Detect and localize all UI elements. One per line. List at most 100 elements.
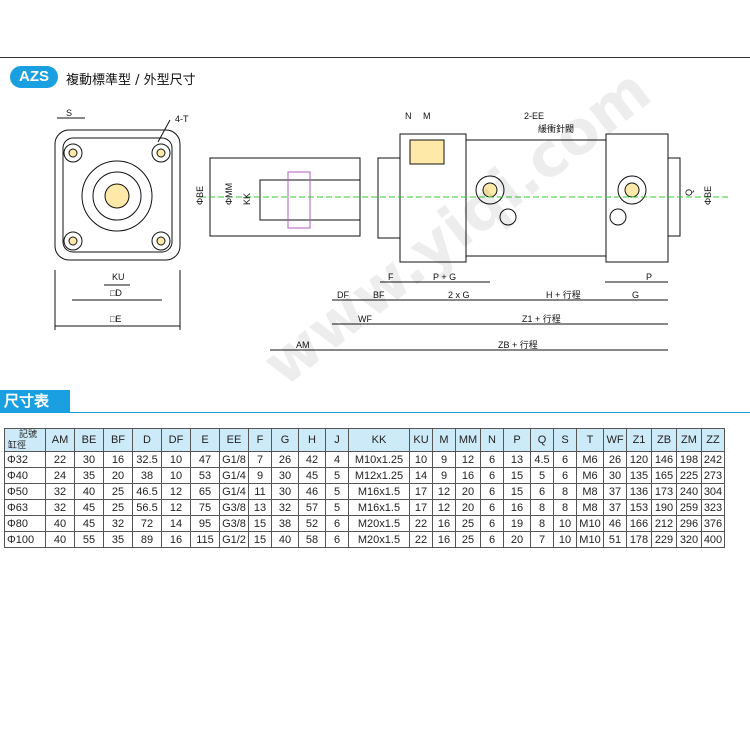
table-cell: Φ40 [4,467,46,484]
label-q: Q [684,189,694,196]
label-n: N [405,111,412,121]
table-cell: Φ80 [4,515,46,532]
table-cell: 323 [701,499,725,516]
top-rule [0,57,750,58]
table-cell: 57 [298,499,326,516]
table-cell: 6 [480,499,504,516]
table-cell: Φ63 [4,499,46,516]
table-cell: 242 [701,451,725,468]
table-cell: 7 [530,531,554,548]
label-phi-mm: ΦMM [224,183,234,205]
table-header-cell: E [190,428,220,452]
table-cell: 173 [651,483,677,500]
table-header-cell: ZB [651,428,677,452]
label-f: F [388,272,394,282]
table-cell: 11 [248,483,272,500]
table-cell: 32.5 [132,451,162,468]
table-cell: 5 [325,499,349,516]
label-e: □E [110,314,121,324]
table-cell: M8 [576,499,604,516]
table-cell: 30 [271,467,299,484]
table-header-cell: Q [530,428,554,452]
table-header-cell: G [271,428,299,452]
table-cell: 95 [190,515,220,532]
table-cell: 65 [190,483,220,500]
table-cell: 9 [432,451,456,468]
table-cell: 6 [530,483,554,500]
label-ku: KU [112,272,125,282]
table-cell: 6 [553,467,577,484]
table-header-cell: J [325,428,349,452]
table-cell: 25 [455,515,481,532]
table-cell: 5 [325,467,349,484]
table-header-cell: DF [161,428,191,452]
table-cell: 320 [676,531,702,548]
table-cell: 40 [45,515,75,532]
table-cell: M16x1.5 [348,499,410,516]
table-cell: Φ100 [4,531,46,548]
table-cell: 6 [325,531,349,548]
table-cell: 16 [432,531,456,548]
table-cell: 10 [553,531,577,548]
table-cell: 136 [626,483,652,500]
table-cell: 14 [161,515,191,532]
table-cell: 229 [651,531,677,548]
table-cell: 240 [676,483,702,500]
table-cell: 15 [248,531,272,548]
table-cell: M6 [576,451,604,468]
corner-bottom-label: 缸徑 [8,440,27,450]
table-cell: 198 [676,451,702,468]
table-cell: 8 [530,515,554,532]
table-cell: 12 [432,483,456,500]
table-cell: 15 [503,467,531,484]
table-cell: 6 [480,483,504,500]
table-cell: 6 [480,515,504,532]
table-cell: 25 [103,499,133,516]
table-cell: 22 [45,451,75,468]
label-kk: KK [242,193,252,205]
table-cell: 40 [74,483,104,500]
table-cell: 52 [298,515,326,532]
table-header-cell: D [132,428,162,452]
table-cell: 25 [455,531,481,548]
section-title: 尺寸表 [0,390,70,412]
table-cell: G1/4 [219,483,249,500]
table-header-cell: T [576,428,604,452]
table-cell: 45 [74,499,104,516]
table-cell: 12 [161,499,191,516]
table-cell: 30 [74,451,104,468]
label-phi-be-right: ΦBE [703,186,713,205]
table-cell: M10 [576,531,604,548]
table-cell: 5 [325,483,349,500]
table-header-cell: EE [219,428,249,452]
table-cell: 75 [190,499,220,516]
table-cell: 45 [298,467,326,484]
table-cell: 32 [45,499,75,516]
table-cell: M8 [576,483,604,500]
table-cell: 9 [248,467,272,484]
table-header-cell: N [480,428,504,452]
table-cell: 46 [298,483,326,500]
table-cell: 38 [132,467,162,484]
table-cell: 20 [503,531,531,548]
table-cell: 10 [409,451,433,468]
table-cell: 6 [480,467,504,484]
table-cell: 30 [603,467,627,484]
table-cell: G3/8 [219,499,249,516]
label-z1: Z1 + 行程 [522,313,561,324]
table-cell: 22 [409,531,433,548]
table-header-cell: MM [455,428,481,452]
label-g: G [632,290,639,300]
label-2ee: 2-EE [524,111,544,121]
table-cell: 37 [603,483,627,500]
table-cell: M16x1.5 [348,483,410,500]
table-cell: 16 [503,499,531,516]
table-header-cell: BE [74,428,104,452]
table-cell: G1/8 [219,451,249,468]
